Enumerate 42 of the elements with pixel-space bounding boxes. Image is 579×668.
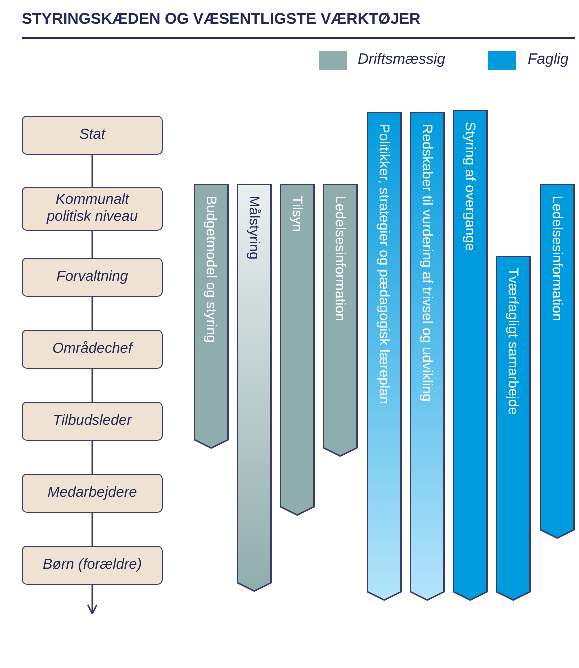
band-label: Tværfagligt samarbejde [505,268,523,416]
process-box [22,258,163,297]
connector-line [92,441,94,474]
tool-band [323,184,358,457]
box-label: Forvaltning [56,268,128,286]
process-box [22,402,163,441]
process-box [22,546,163,585]
connector-line [92,513,94,546]
tool-band [367,112,402,601]
diagram-title: STYRINGSKÆDEN OG VÆSENTLIGSTE VÆRKTØJER [22,11,421,29]
tool-band [237,184,272,592]
legend-label: Faglig [528,51,569,68]
connector-line [92,231,94,258]
box-label: Kommunalt politisk niveau [46,192,140,226]
legend-label: Driftsmæssig [358,51,446,68]
band-label: Tilsyn [289,196,307,232]
connector-line [92,297,94,330]
tool-band [540,184,575,539]
box-label: Stat [80,126,106,144]
tool-band [410,112,445,601]
process-box [22,187,163,231]
connector-line [92,369,94,402]
band-label: Ledelsesinformation [549,196,567,322]
process-box [22,330,163,369]
process-box [22,116,163,155]
arrow [87,585,98,615]
tool-band [496,256,531,601]
tool-band [194,184,229,449]
band-label: Målstyring [246,196,264,260]
band-label: Redskaber til vurdering af trivsel og udvikling [419,124,437,402]
band-label: Styring af overgange [462,122,480,252]
connector-line [92,155,94,187]
box-label: Tilbudsleder [53,412,132,430]
band-label: Politikker, strategier og pædagogisk læreplan [376,124,394,404]
process-box [22,474,163,513]
box-label: Børn (forældre) [42,556,142,574]
band-label: Budgetmodel og styring [203,196,221,344]
box-label: Medarbejdere [48,484,138,502]
tool-band [453,110,488,601]
band-label: Ledelsesinformation [332,196,350,322]
tool-band [280,184,315,516]
box-label: Områdechef [52,340,132,358]
